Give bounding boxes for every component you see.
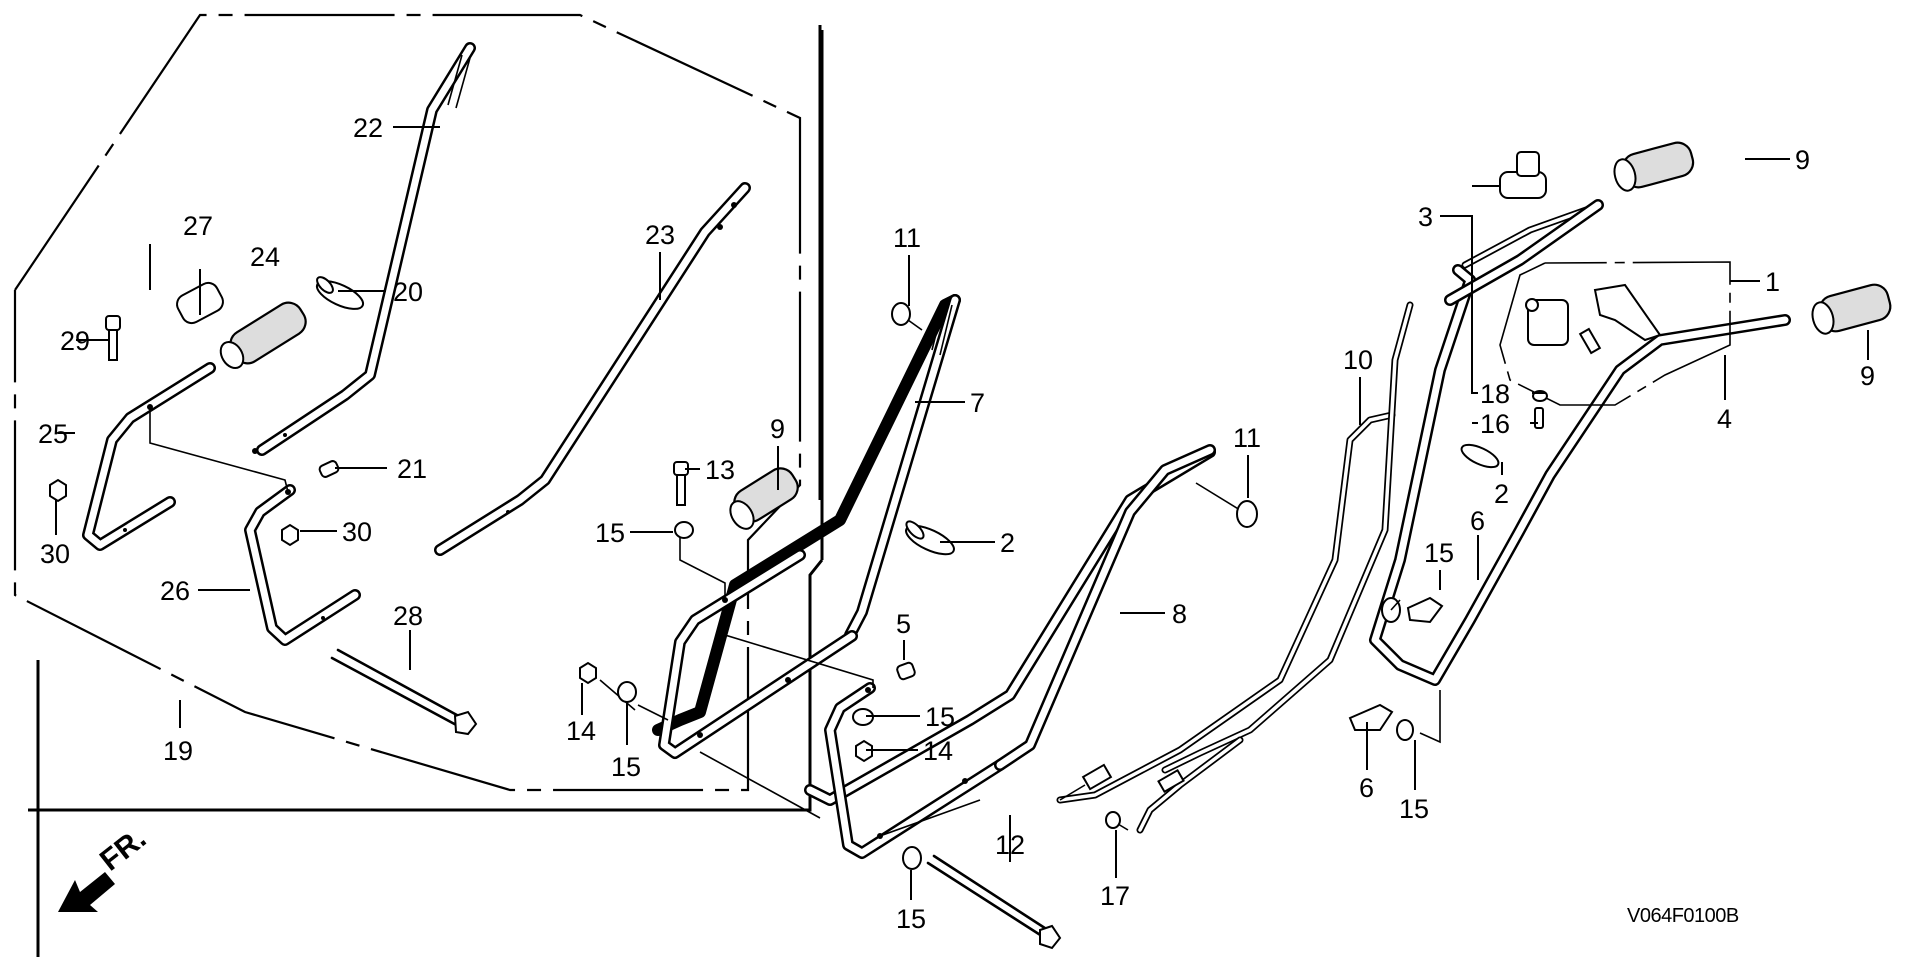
callout-16: 16 xyxy=(1480,409,1510,439)
callout-15a: 15 xyxy=(595,518,625,548)
part-9-grip-top-right xyxy=(1613,141,1695,192)
callout-15f: 15 xyxy=(1399,794,1429,824)
callout-6b: 6 xyxy=(1359,773,1374,803)
callout-15b: 15 xyxy=(925,702,955,732)
leader-lines xyxy=(55,126,1869,900)
callout-29: 29 xyxy=(60,326,90,356)
part-5-bolt xyxy=(896,661,916,681)
part-12-long-bolt xyxy=(926,854,1062,950)
callout-26: 26 xyxy=(160,576,190,606)
part-2-clamp-right xyxy=(1460,443,1500,469)
callout-25: 25 xyxy=(38,419,68,449)
callout-21: 21 xyxy=(397,454,427,484)
part-6-handle-holder xyxy=(1348,596,1444,731)
part-20-clamp xyxy=(315,276,365,310)
callout-20: 20 xyxy=(393,277,423,307)
inset-group-border xyxy=(13,13,824,957)
part-9-grip-middle xyxy=(729,467,799,530)
part-30-nut xyxy=(49,478,299,547)
part-14-nut xyxy=(579,661,873,763)
callout-13: 13 xyxy=(705,455,735,485)
front-direction-label: FR. xyxy=(94,822,152,878)
part-15-washer xyxy=(617,521,922,870)
part-7-handle-pipe xyxy=(652,294,1216,806)
callout-30a: 30 xyxy=(40,539,70,569)
callout-7: 7 xyxy=(970,388,985,418)
callout-3: 3 xyxy=(1418,202,1433,232)
callout-19: 19 xyxy=(163,736,193,766)
part-8-lower-bend xyxy=(824,682,1006,859)
callout-14b: 14 xyxy=(923,736,953,766)
callout-17: 17 xyxy=(1100,881,1130,911)
callout-9b: 9 xyxy=(1795,145,1810,175)
part-21-bolt xyxy=(318,460,340,478)
assembly-lines-right xyxy=(1390,599,1441,744)
front-direction-arrow-icon: FR. xyxy=(58,822,152,912)
callout-9a: 9 xyxy=(770,414,785,444)
callout-6a: 6 xyxy=(1470,506,1485,536)
callout-11b: 11 xyxy=(1233,423,1261,453)
callout-8: 8 xyxy=(1172,599,1187,629)
callout-labels: 22 27 24 29 25 30 20 21 30 26 28 19 23 1… xyxy=(38,113,1875,934)
callout-2a: 2 xyxy=(1000,528,1015,558)
part-10-cable xyxy=(1056,301,1414,834)
part-25-lower-pipe xyxy=(82,362,216,551)
part-26-lower-pipe xyxy=(244,484,361,646)
part-23-handle-pipe xyxy=(434,182,751,556)
callout-24: 24 xyxy=(250,242,280,272)
callout-9c: 9 xyxy=(1860,361,1875,391)
callout-18: 18 xyxy=(1480,379,1510,409)
part-2-clamp-middle xyxy=(905,520,955,556)
callout-23: 23 xyxy=(645,220,675,250)
callout-5: 5 xyxy=(896,609,911,639)
callout-14a: 14 xyxy=(566,716,596,746)
part-17-screw xyxy=(1105,811,1129,831)
callout-11a: 11 xyxy=(893,223,921,253)
callout-22: 22 xyxy=(353,113,383,143)
callout-15e: 15 xyxy=(1424,538,1454,568)
callout-27: 27 xyxy=(183,211,213,241)
part-22-handle-pipe xyxy=(252,42,476,456)
callout-28: 28 xyxy=(393,601,423,631)
part-11-knob-bolt xyxy=(891,302,923,331)
part-24-grip xyxy=(219,301,307,370)
part-11-knob-right xyxy=(1195,482,1258,528)
part-4-upper-handle xyxy=(1369,199,1791,686)
part-9-grip-right xyxy=(1811,283,1892,335)
part-1-lever-assembly xyxy=(1499,261,1731,406)
callout-12: 12 xyxy=(995,830,1025,860)
reference-code: V064F0100B xyxy=(1627,905,1739,927)
assembly-line xyxy=(149,407,289,493)
part-28-long-bolt xyxy=(330,648,478,736)
part-16-screw xyxy=(1534,407,1544,429)
callout-10: 10 xyxy=(1343,345,1373,375)
callout-1: 1 xyxy=(1765,267,1780,297)
callout-15d: 15 xyxy=(896,904,926,934)
callout-2b: 2 xyxy=(1494,479,1509,509)
part-29-bolt xyxy=(105,315,121,361)
callout-4: 4 xyxy=(1717,404,1732,434)
part-7-lower-bend xyxy=(658,549,858,759)
callout-15c: 15 xyxy=(611,752,641,782)
part-8-handle-pipe xyxy=(994,444,1216,771)
callout-30b: 30 xyxy=(342,517,372,547)
